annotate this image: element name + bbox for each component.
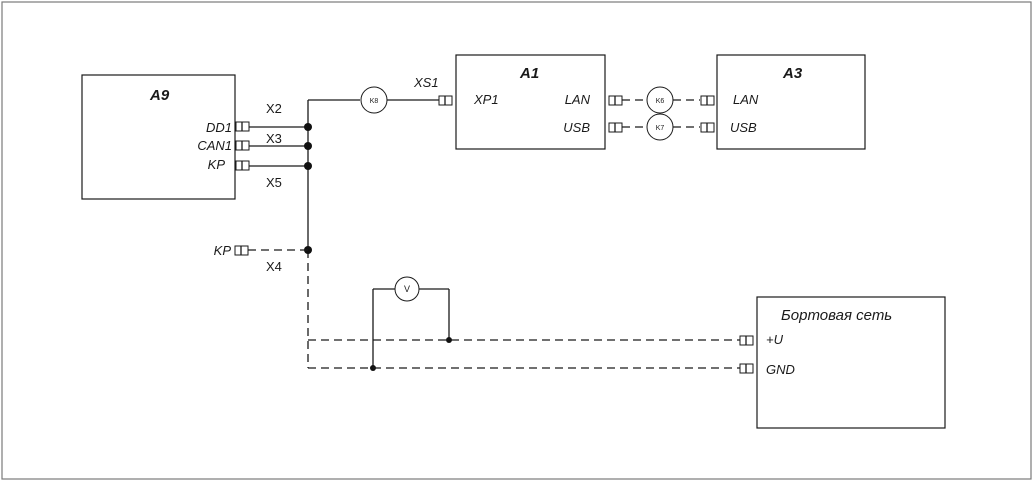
wire-label-x3: X3 [266, 131, 282, 146]
a9-connectors [235, 121, 250, 171]
voltmeter-label: V [404, 284, 410, 294]
block-a1-title: A1 [519, 65, 539, 82]
junction-x5 [304, 162, 312, 170]
block-a1-box [455, 54, 606, 150]
cable-k7-label: K7 [656, 125, 665, 132]
cable-k6-label: K6 [656, 98, 665, 105]
block-a1-port-usb: USB [563, 120, 590, 135]
junction-voltmeter-plus [446, 337, 452, 343]
block-a9-title: A9 [149, 87, 170, 104]
block-a9: A9 DD1 CAN1 KP [81, 74, 236, 200]
wire-label-x4: X4 [266, 259, 282, 274]
block-a1-port-xp1: XP1 [473, 92, 499, 107]
block-a9-box [81, 74, 236, 200]
block-a1: A1 XP1 LAN USB [455, 54, 606, 150]
block-a1-port-lan: LAN [565, 92, 591, 107]
junction-x3 [304, 142, 312, 150]
wire-label-xs1: XS1 [413, 75, 439, 90]
free-connector-label: KP [214, 243, 232, 258]
block-board-title: Бортовая сеть [781, 307, 892, 324]
block-board-port-plus-u: +U [766, 332, 784, 347]
block-a3: A3 LAN USB [716, 54, 866, 150]
junction-x2 [304, 123, 312, 131]
block-a3-port-usb: USB [730, 120, 757, 135]
block-a9-port-can1: CAN1 [197, 138, 232, 153]
block-a9-port-dd1: DD1 [206, 120, 232, 135]
wire-label-x2: X2 [266, 101, 282, 116]
block-a3-port-lan: LAN [733, 92, 759, 107]
wire-label-x5: X5 [266, 175, 282, 190]
block-board-box [756, 296, 946, 429]
block-a3-box [716, 54, 866, 150]
block-a9-port-kp: KP [208, 157, 226, 172]
block-board-port-gnd: GND [766, 362, 795, 377]
block-board-network: Бортовая сеть +U GND [756, 296, 946, 429]
block-a3-title: A3 [782, 65, 803, 82]
cable-k8-label: K8 [370, 98, 379, 105]
